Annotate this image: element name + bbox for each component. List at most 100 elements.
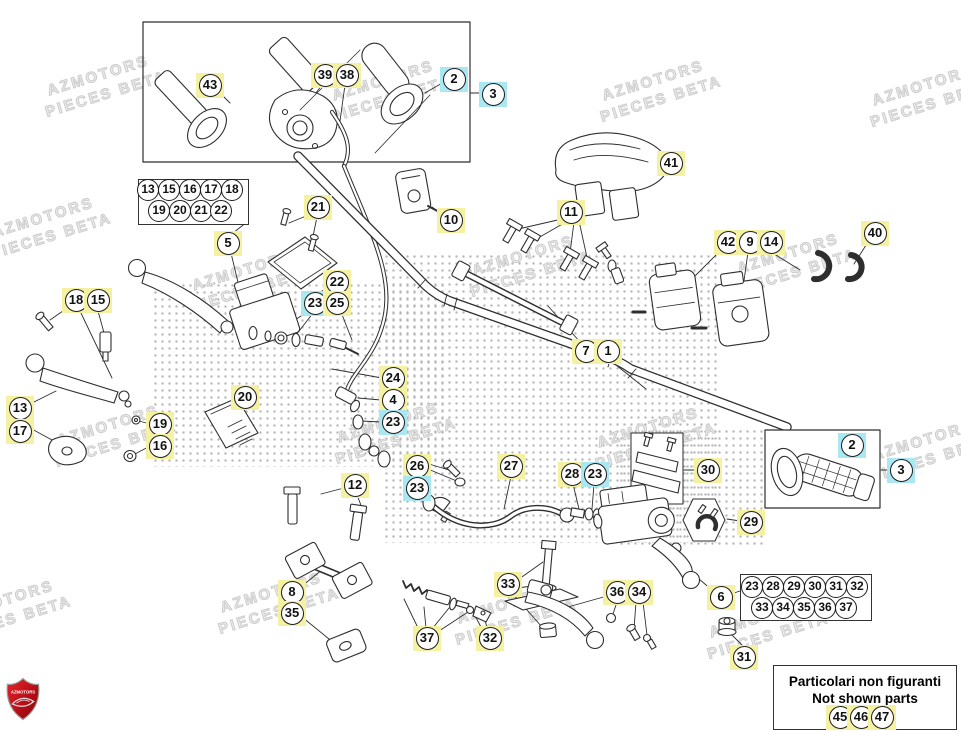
callout-40[interactable]: 40 bbox=[861, 220, 889, 246]
legend-callout-17[interactable]: 17 bbox=[200, 179, 222, 201]
callout-number: 19 bbox=[148, 412, 172, 436]
legend-callout-23[interactable]: 23 bbox=[741, 576, 763, 598]
callout-1[interactable]: 1 bbox=[594, 338, 622, 364]
callout-number: 30 bbox=[696, 458, 720, 482]
callout-number: 24 bbox=[381, 366, 405, 390]
callout-3[interactable]: 3 bbox=[887, 457, 915, 483]
callout-43[interactable]: 43 bbox=[196, 72, 224, 98]
callout-2[interactable]: 2 bbox=[440, 66, 468, 92]
callout-number: 31 bbox=[732, 645, 756, 669]
callout-number: 15 bbox=[86, 288, 110, 312]
callout-11[interactable]: 11 bbox=[557, 199, 585, 225]
legend-callout-36[interactable]: 36 bbox=[814, 597, 836, 619]
callout-number: 21 bbox=[306, 195, 330, 219]
callout-number: 32 bbox=[478, 626, 502, 650]
callout-number: 11 bbox=[559, 200, 583, 224]
callout-38[interactable]: 38 bbox=[333, 62, 361, 88]
callout-30[interactable]: 30 bbox=[694, 457, 722, 483]
legend-callout-37[interactable]: 37 bbox=[835, 597, 857, 619]
part-rubber-pad bbox=[326, 628, 367, 663]
callout-number: 37 bbox=[415, 626, 439, 650]
svg-text:AZMOTORS: AZMOTORS bbox=[11, 689, 35, 694]
callout-10[interactable]: 10 bbox=[437, 207, 465, 233]
legend-callout-15[interactable]: 15 bbox=[158, 179, 180, 201]
callout-5[interactable]: 5 bbox=[214, 230, 242, 256]
azmotors-logo[interactable]: AZMOTORS bbox=[5, 676, 41, 722]
legend-callout-28[interactable]: 28 bbox=[762, 576, 784, 598]
note-line-italian: Particolari non figuranti bbox=[788, 674, 942, 689]
legend-callout-22[interactable]: 22 bbox=[210, 200, 232, 222]
callout-3[interactable]: 3 bbox=[479, 81, 507, 107]
callout-number: 23 bbox=[381, 410, 405, 434]
callout-number: 3 bbox=[481, 82, 505, 106]
callout-29[interactable]: 29 bbox=[737, 509, 765, 535]
callout-number: 6 bbox=[709, 585, 733, 609]
callout-number: 14 bbox=[759, 230, 783, 254]
callout-23[interactable]: 23 bbox=[379, 409, 407, 435]
callout-27[interactable]: 27 bbox=[497, 453, 525, 479]
callout-number: 16 bbox=[148, 434, 172, 458]
legend-callout-31[interactable]: 31 bbox=[825, 576, 847, 598]
legend-callout-35[interactable]: 35 bbox=[793, 597, 815, 619]
callout-number: 43 bbox=[198, 73, 222, 97]
callout-number: 41 bbox=[659, 151, 683, 175]
callout-number: 29 bbox=[739, 510, 763, 534]
callout-number: 34 bbox=[627, 580, 651, 604]
legend-callout-30[interactable]: 30 bbox=[804, 576, 826, 598]
callout-37[interactable]: 37 bbox=[413, 625, 441, 651]
callout-6[interactable]: 6 bbox=[707, 584, 735, 610]
callout-13[interactable]: 13 bbox=[6, 395, 34, 421]
legend-callout-34[interactable]: 34 bbox=[772, 597, 794, 619]
legend-callout-16[interactable]: 16 bbox=[179, 179, 201, 201]
callout-12[interactable]: 12 bbox=[341, 472, 369, 498]
callout-33[interactable]: 33 bbox=[494, 571, 522, 597]
legend-callout-21[interactable]: 21 bbox=[190, 200, 212, 222]
part-mount-bracket bbox=[395, 168, 432, 214]
callout-31[interactable]: 31 bbox=[730, 644, 758, 670]
callout-47[interactable]: 47 bbox=[868, 704, 896, 730]
callout-20[interactable]: 20 bbox=[231, 384, 259, 410]
callout-number: 10 bbox=[439, 208, 463, 232]
callout-number: 1 bbox=[596, 339, 620, 363]
callout-number: 13 bbox=[8, 396, 32, 420]
callout-23[interactable]: 23 bbox=[581, 461, 609, 487]
callout-number: 23 bbox=[583, 462, 607, 486]
callout-41[interactable]: 41 bbox=[657, 150, 685, 176]
callout-number: 17 bbox=[8, 419, 32, 443]
callout-number: 26 bbox=[405, 454, 429, 478]
callout-16[interactable]: 16 bbox=[146, 433, 174, 459]
callout-number: 47 bbox=[870, 705, 894, 729]
callout-34[interactable]: 34 bbox=[625, 579, 653, 605]
callout-17[interactable]: 17 bbox=[6, 418, 34, 444]
callout-35[interactable]: 35 bbox=[278, 600, 306, 626]
callout-number: 33 bbox=[496, 572, 520, 596]
legend-callout-18[interactable]: 18 bbox=[221, 179, 243, 201]
callout-number: 23 bbox=[405, 476, 429, 500]
callout-14[interactable]: 14 bbox=[757, 229, 785, 255]
callout-32[interactable]: 32 bbox=[476, 625, 504, 651]
callout-21[interactable]: 21 bbox=[304, 194, 332, 220]
legend-callout-29[interactable]: 29 bbox=[783, 576, 805, 598]
callout-number: 2 bbox=[840, 433, 864, 457]
legend-callout-32[interactable]: 32 bbox=[846, 576, 868, 598]
legend-callout-13[interactable]: 13 bbox=[137, 179, 159, 201]
legend-callout-33[interactable]: 33 bbox=[751, 597, 773, 619]
legend-callout-19[interactable]: 19 bbox=[148, 200, 170, 222]
callout-23[interactable]: 23 bbox=[403, 475, 431, 501]
callout-number: 20 bbox=[233, 385, 257, 409]
callout-2[interactable]: 2 bbox=[838, 432, 866, 458]
callout-15[interactable]: 15 bbox=[84, 287, 112, 313]
legend-callout-20[interactable]: 20 bbox=[169, 200, 191, 222]
callout-number: 38 bbox=[335, 63, 359, 87]
callout-number: 35 bbox=[280, 601, 304, 625]
callout-25[interactable]: 25 bbox=[323, 290, 351, 316]
callout-number: 3 bbox=[889, 458, 913, 482]
callout-number: 5 bbox=[216, 231, 240, 255]
callout-number: 27 bbox=[499, 454, 523, 478]
